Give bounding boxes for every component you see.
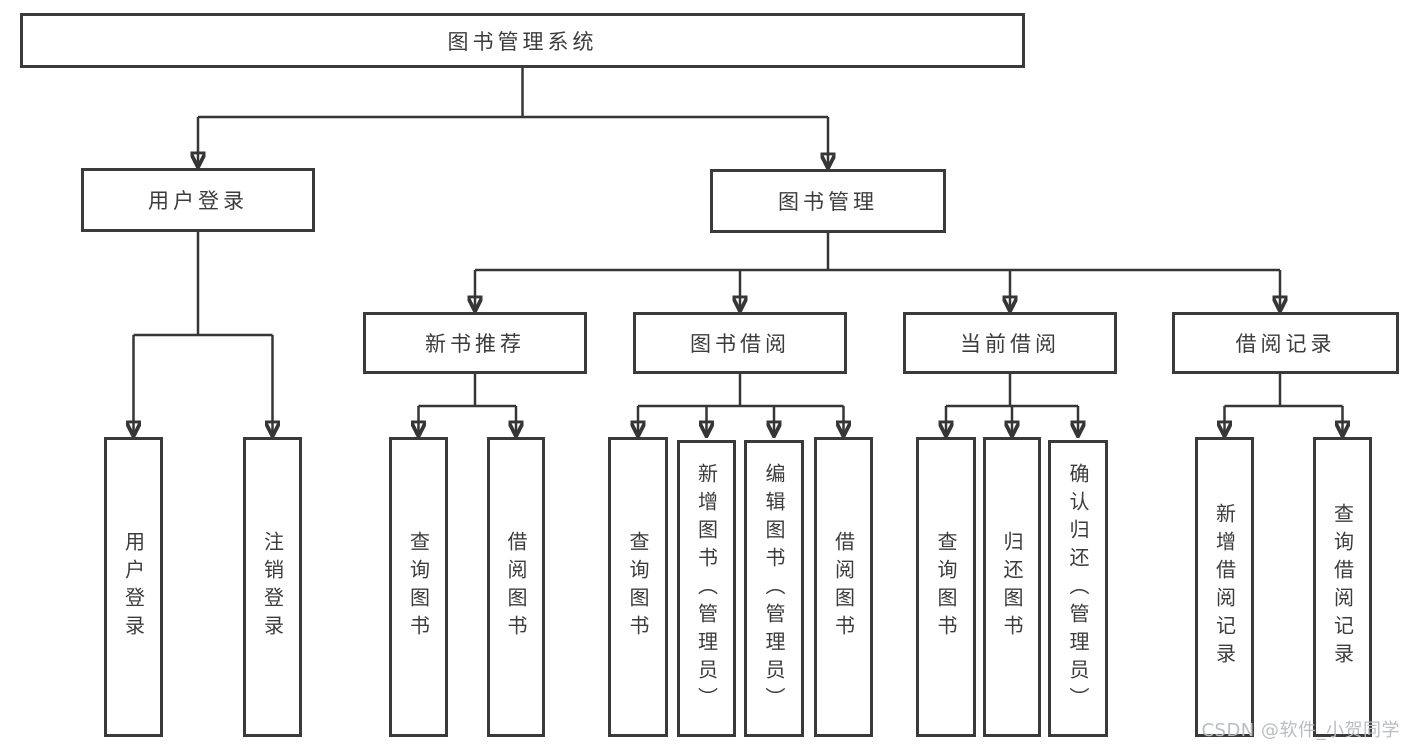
node-current-borrow: 当前借阅 bbox=[903, 312, 1117, 374]
leaf-query-borrow-record: 查询借阅记录 bbox=[1313, 437, 1372, 737]
connector-current-borrow-children bbox=[946, 374, 1078, 435]
connector-root-to-level2 bbox=[198, 68, 828, 167]
leaf-query-books-borrow: 查询图书 bbox=[608, 437, 668, 737]
leaf-add-borrow-record: 新增借阅记录 bbox=[1195, 437, 1254, 737]
node-book-borrow: 图书借阅 bbox=[633, 312, 847, 374]
leaf-query-books-recommend: 查询图书 bbox=[389, 437, 448, 737]
node-borrow-records: 借阅记录 bbox=[1172, 312, 1399, 374]
connector-borrow-records-children bbox=[1225, 374, 1343, 435]
leaf-query-books-current: 查询图书 bbox=[916, 437, 976, 737]
leaf-borrow-books-recommend: 借阅图书 bbox=[487, 437, 545, 737]
leaf-logout: 注销登录 bbox=[243, 437, 302, 737]
csdn-watermark: CSDN @软件_小贺同学 bbox=[1201, 720, 1400, 741]
connector-new-book-children bbox=[419, 374, 517, 435]
connector-book-borrow-children bbox=[638, 374, 844, 435]
connector-book-mgmt-to-row3 bbox=[475, 233, 1280, 310]
node-new-book-recommend: 新书推荐 bbox=[363, 312, 587, 374]
connector-user-login-children bbox=[134, 232, 273, 435]
leaf-edit-books-admin: 编辑图书（管理员） bbox=[744, 440, 804, 737]
leaf-return-books: 归还图书 bbox=[983, 437, 1041, 737]
leaf-add-books-admin: 新增图书（管理员） bbox=[677, 440, 736, 737]
leaf-user-login: 用户登录 bbox=[104, 437, 163, 737]
leaf-confirm-return-admin: 确认归还（管理员） bbox=[1048, 440, 1108, 737]
node-root-system: 图书管理系统 bbox=[20, 13, 1025, 68]
leaf-borrow-books: 借阅图书 bbox=[814, 437, 873, 737]
node-user-login: 用户登录 bbox=[81, 168, 315, 232]
node-book-management: 图书管理 bbox=[710, 169, 946, 233]
